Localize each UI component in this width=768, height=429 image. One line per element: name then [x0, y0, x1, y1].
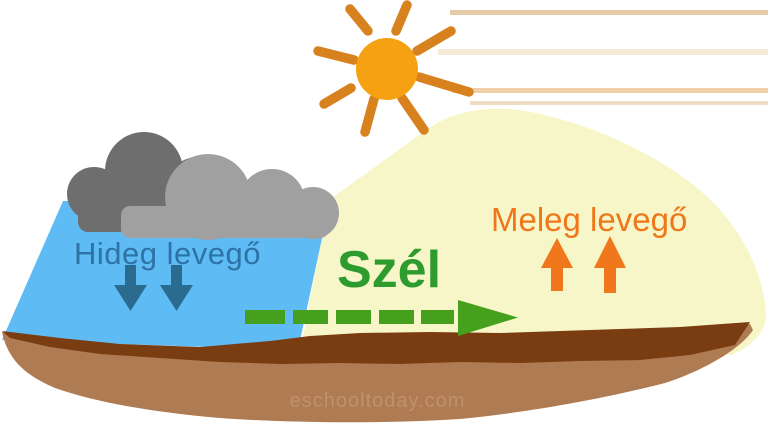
wind-arrow-dash [421, 310, 454, 324]
down-arrow-icon [160, 265, 193, 311]
wind-arrow-dash [379, 310, 414, 324]
sun-ray [397, 93, 429, 135]
sun-ray [414, 72, 474, 97]
wind-arrow-dash [336, 310, 371, 324]
up-arrow-icon [594, 236, 626, 293]
warm-air-up-arrows [541, 236, 626, 293]
artifact-stripe [452, 88, 768, 93]
wind-arrow-head [458, 300, 518, 336]
ground-topsoil [2, 322, 750, 364]
warm-air-region [300, 108, 766, 356]
cloud-puff [105, 132, 183, 210]
up-arrow-icon [541, 238, 573, 291]
sun-ray [319, 83, 356, 109]
sun-ray [313, 46, 359, 65]
wind-arrow-dash [293, 310, 328, 324]
sun-ray [360, 94, 379, 137]
artifact-stripes [438, 10, 768, 105]
front-cloud-icon [121, 154, 339, 240]
wind-arrow-dash [245, 310, 285, 324]
sun-rays [313, 0, 474, 137]
sun-ray [391, 0, 412, 36]
artifact-stripe [450, 10, 768, 15]
sun-ray [412, 26, 456, 56]
watermark: eschooltoday.com [289, 390, 466, 412]
sun-body [356, 38, 418, 100]
sun-icon [313, 0, 474, 137]
wind-arrow [245, 300, 518, 336]
cloud-base [121, 206, 329, 238]
down-arrow-icon [114, 265, 147, 311]
artifact-stripe [438, 49, 768, 55]
artifact-stripe [470, 101, 768, 105]
sun-ray [345, 4, 373, 36]
cold-air-label: Hideg levegő [74, 236, 261, 271]
warm-air-label: Meleg levegő [491, 201, 688, 238]
cold-air-down-arrows [114, 265, 193, 311]
wind-label: Szél [337, 241, 442, 299]
